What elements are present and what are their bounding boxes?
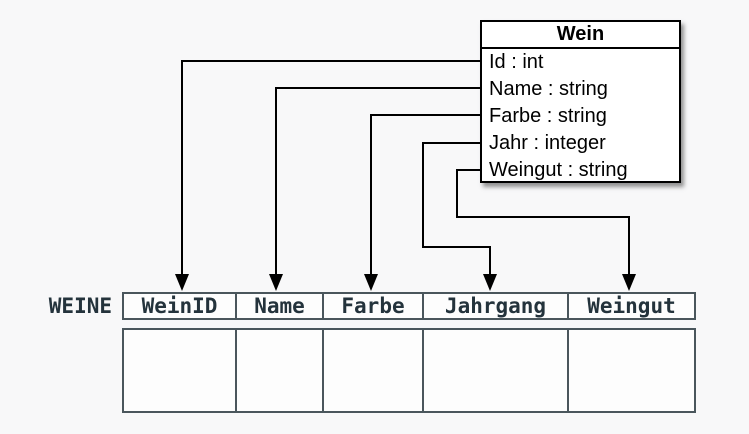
table-body-cell	[569, 330, 694, 411]
table-name-label: WEINE	[48, 294, 112, 318]
class-attribute: Id : int	[489, 51, 544, 73]
class-attribute: Weingut : string	[489, 159, 628, 181]
table-body-cell	[237, 330, 324, 411]
class-attribute: Jahr : integer	[489, 132, 606, 154]
table-body-cell	[324, 330, 424, 411]
table-body-cell	[124, 330, 237, 411]
table-column-header: Jahrgang	[424, 294, 569, 318]
table-column-header: Name	[237, 294, 324, 318]
class-title: Wein	[482, 22, 679, 49]
table-column-header: Farbe	[324, 294, 424, 318]
class-attribute: Name : string	[489, 78, 608, 100]
table-column-header: Weingut	[587, 294, 676, 318]
class-attribute: Farbe : string	[489, 105, 607, 127]
table-column-header: WeinID	[124, 294, 237, 318]
table-body-cell	[424, 330, 569, 411]
table-body-row	[122, 328, 696, 413]
